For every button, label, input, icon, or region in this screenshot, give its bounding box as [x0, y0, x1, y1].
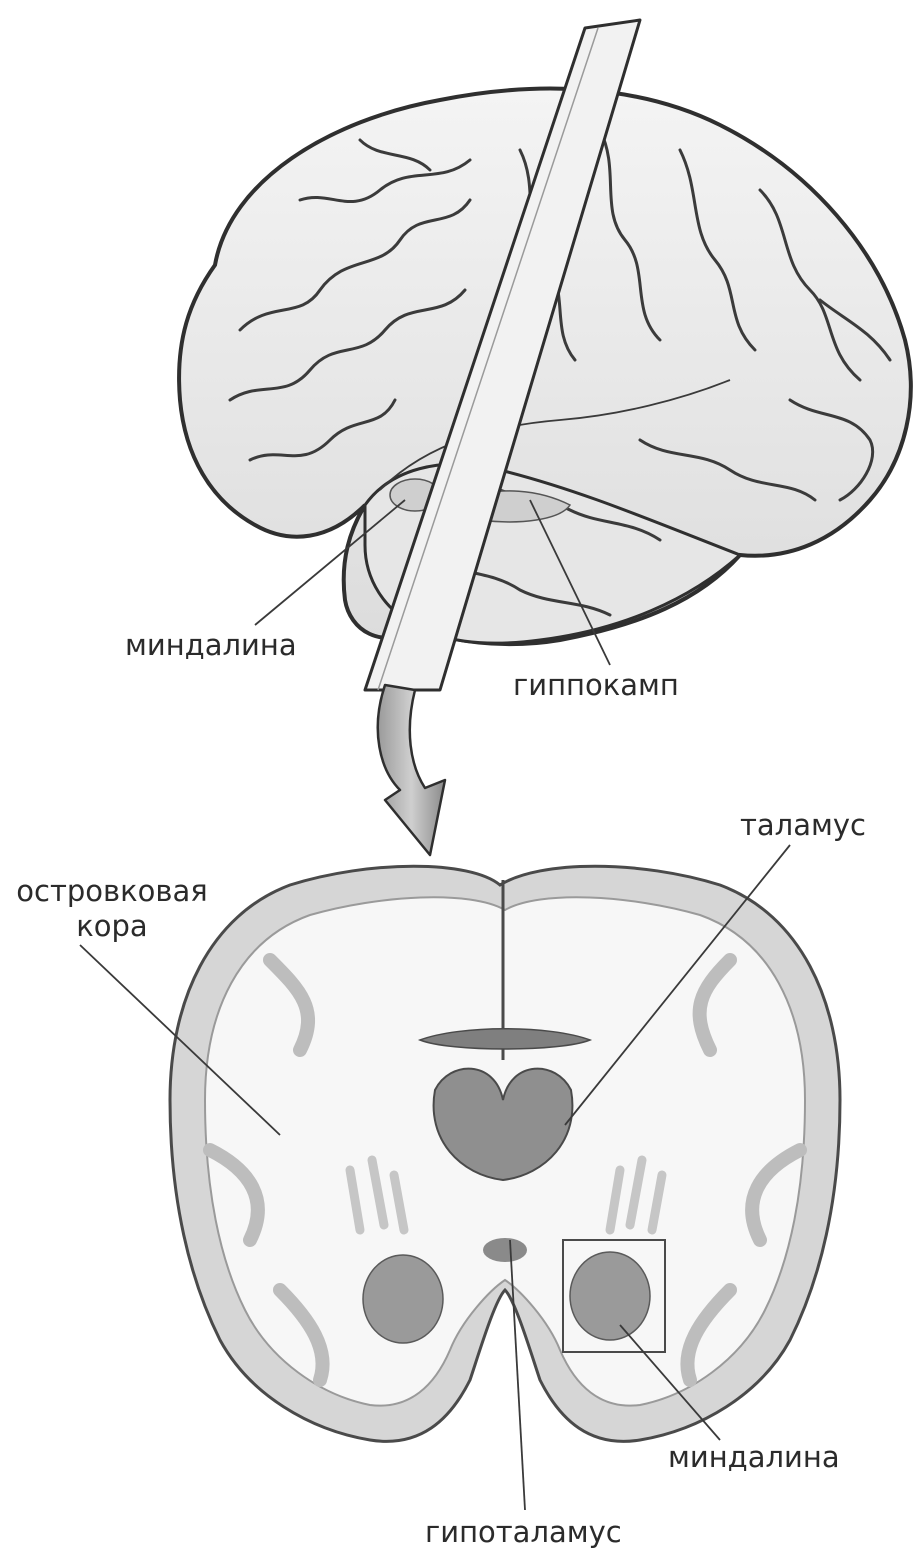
- label-insula-line2: кора: [2, 909, 222, 944]
- label-hippocampus: гиппокамп: [513, 668, 679, 703]
- label-insula-line1: островковая: [2, 874, 222, 909]
- amygdala-right: [570, 1252, 650, 1340]
- label-insula: островковая кора: [2, 874, 222, 944]
- label-amygdala-bottom: миндалина: [668, 1440, 840, 1475]
- label-amygdala-top: миндалина: [125, 628, 297, 663]
- label-thalamus: таламус: [740, 808, 866, 843]
- hypothalamus-region: [483, 1238, 527, 1262]
- amygdala-left: [363, 1255, 443, 1343]
- down-arrow: [378, 685, 445, 855]
- label-hypothalamus: гипоталамус: [425, 1515, 622, 1550]
- lateral-brain-view: [179, 20, 911, 690]
- coronal-section: [170, 866, 840, 1441]
